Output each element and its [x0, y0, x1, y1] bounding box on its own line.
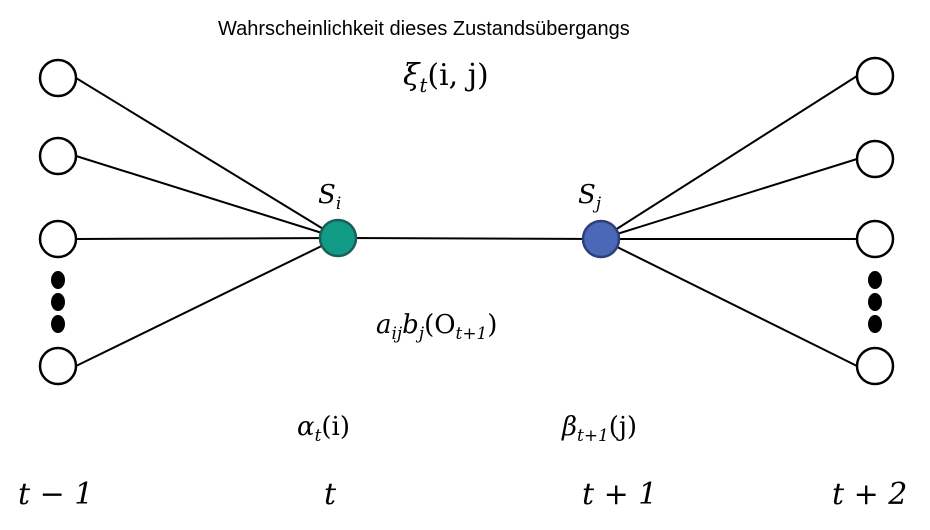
time-label-t: t: [324, 477, 337, 512]
diagram-title: Wahrscheinlichkeit dieses Zustandsüberga…: [218, 18, 630, 40]
node-left-2: [38, 136, 78, 176]
node-right-4: [855, 346, 895, 386]
nodes-time-t-minus-1: [38, 58, 78, 386]
time-label-t-plus-1: t + 1: [582, 477, 658, 512]
trans-b-sub: j: [418, 322, 425, 343]
trans-a-sub: ij: [391, 322, 403, 343]
alpha-sub: t: [314, 424, 322, 445]
node-left-3: [38, 219, 78, 259]
state-node-sj: [581, 219, 621, 259]
xi-args: (i, j): [427, 58, 489, 93]
ellipsis-dot-left-1: [51, 271, 65, 289]
state-label-sj: Sj: [578, 180, 601, 213]
ellipsis-dot-left-2: [51, 293, 65, 311]
state-node-si: [318, 218, 358, 258]
ellipsis-dot-right-1: [868, 271, 882, 289]
time-label-t-plus-2: t + 2: [832, 477, 908, 512]
ellipsis-dot-right-3: [868, 315, 882, 333]
edge-left-1: [75, 77, 339, 239]
edge-transition: [337, 237, 602, 240]
edge-right-1: [600, 75, 858, 240]
edge-left-2: [75, 155, 339, 239]
xi-base: ξ: [403, 58, 420, 93]
si-base: S: [318, 180, 336, 210]
beta-base: β: [562, 412, 578, 442]
state-label-si: Si: [318, 180, 341, 213]
trans-a: a: [376, 310, 392, 340]
beta-sub: t+1: [577, 424, 609, 445]
edge-right-4: [600, 238, 858, 367]
node-left-4: [38, 346, 78, 386]
xi-label: ξt(i, j): [403, 58, 489, 97]
beta-label: βt+1(j): [562, 412, 637, 445]
ellipsis-dot-left-3: [51, 315, 65, 333]
trans-o-sub: t+1: [455, 322, 488, 343]
alpha-args: (i): [321, 412, 350, 442]
alpha-base: α: [297, 412, 315, 442]
transition-label: aijbj(Ot+1): [376, 310, 497, 343]
ellipsis-dot-right-2: [868, 293, 882, 311]
incoming-edges: [75, 77, 339, 367]
edge-left-4: [75, 237, 339, 367]
outgoing-edges: [600, 75, 858, 367]
node-right-1: [855, 56, 895, 96]
xi-sub: t: [419, 73, 428, 97]
alpha-label: αt(i): [297, 412, 350, 445]
trans-o-close: ): [487, 310, 498, 340]
node-right-2: [855, 139, 895, 179]
node-right-3: [855, 219, 895, 259]
sj-sub: j: [595, 192, 602, 213]
trans-o-open: (O: [424, 310, 456, 340]
si-sub: i: [335, 192, 342, 213]
beta-args: (j): [608, 412, 638, 442]
nodes-time-t-plus-2: [855, 56, 895, 386]
sj-base: S: [578, 180, 596, 210]
node-left-1: [38, 58, 78, 98]
edge-left-3: [75, 237, 339, 240]
time-label-t-minus-1: t − 1: [18, 477, 94, 512]
trans-b: b: [402, 310, 419, 340]
edge-right-2: [600, 158, 858, 240]
